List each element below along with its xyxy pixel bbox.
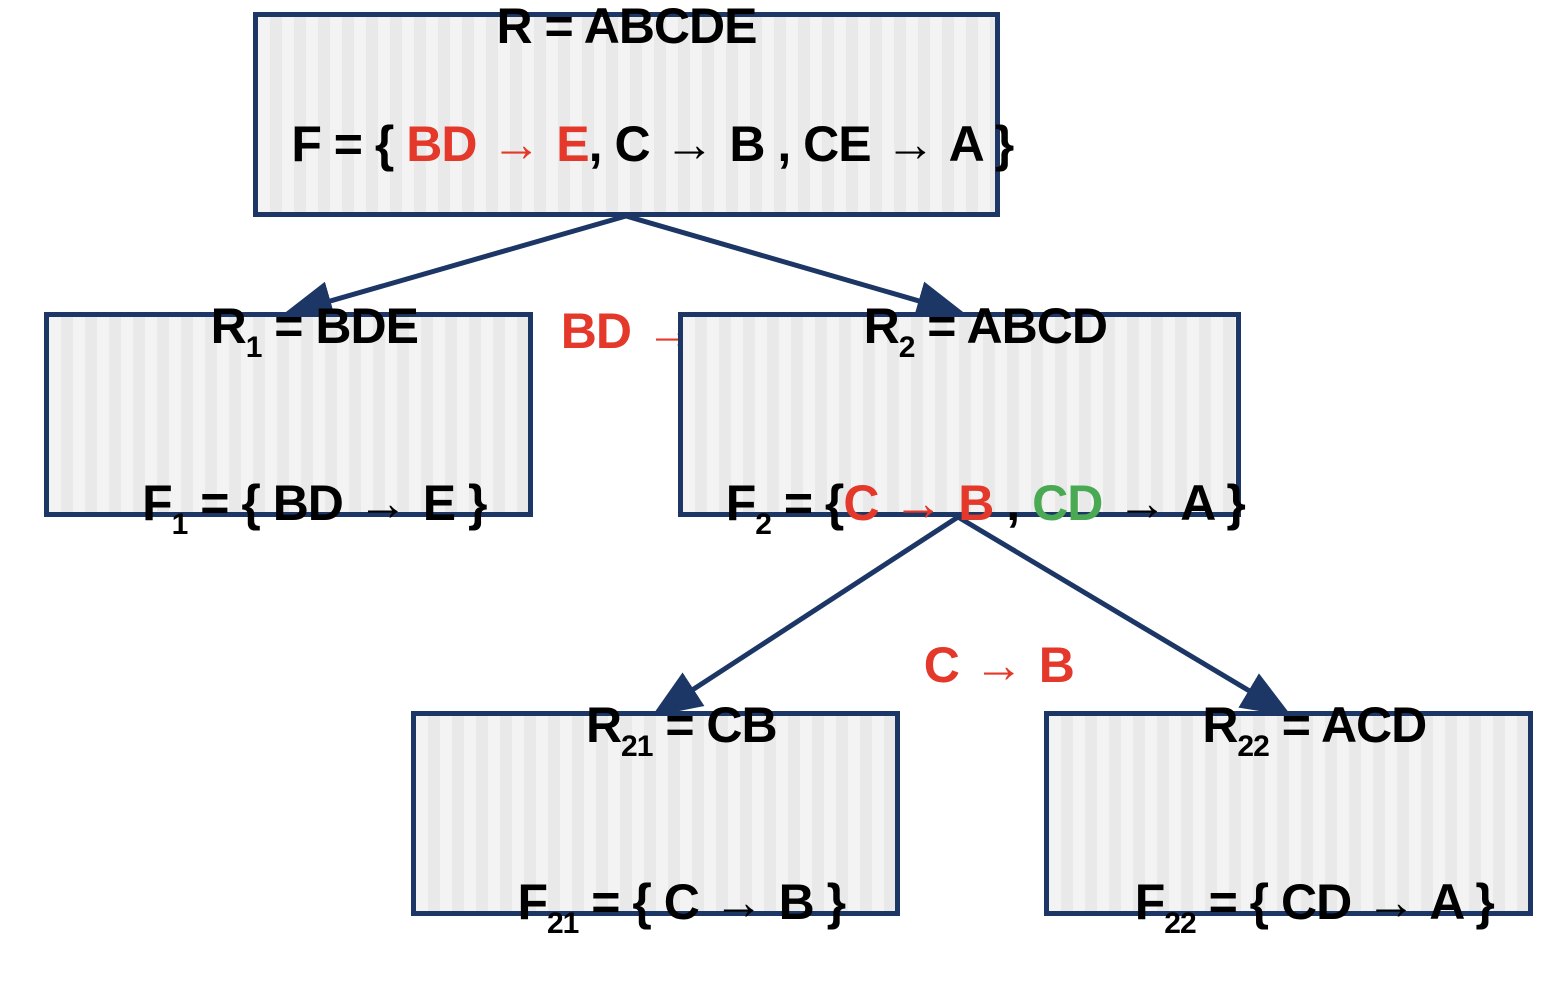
root-relation-box: R = ABCDE F = { BD → E, C → B , CE → A } [253,0,1014,217]
r22-fd-set: F22 = { CD → A } [1134,873,1495,940]
edge-label-r2-split: C → B [923,637,1075,693]
arrow-icon: → [1117,474,1168,531]
root-fd-violating: BD → E [406,115,589,172]
arrow-icon: → [713,873,764,930]
arrow-icon: → [1366,873,1417,930]
arrow-icon: → [973,637,1024,693]
edge-root-to-r2 [625,213,967,321]
r2-relation-line: R2 = ABCD [863,297,1108,364]
r21-relation-line: R21 = CB [585,696,778,763]
decomposition-edges [282,213,1292,717]
arrow-icon: → [491,115,542,172]
root-fd-set: F = { BD → E, C → B , CE → A } [291,115,1014,172]
r2-fd-key-lhs: CD [1032,474,1103,531]
r1-relation-line: R1 = BDE [210,297,419,364]
r22-relation-box: R22 = ACD F22 = { CD → A } [1044,697,1533,938]
r2-relation-box: R2 = ABCD F2 = {C → B , CD → A } [678,298,1246,539]
edge-r2-to-r21 [651,514,960,717]
r21-fd-set: F21 = { C → B } [517,873,846,940]
r2-fd-set: F2 = {C → B , CD → A } [725,474,1246,541]
edge-r2-to-r22 [956,514,1292,717]
arrow-icon: → [893,474,944,531]
r1-relation-box: R1 = BDE F1 = { BD → E } [44,298,533,539]
r1-fd-set: F1 = { BD → E } [142,474,487,541]
r22-relation-line: R22 = ACD [1202,696,1427,763]
arrow-icon: → [664,115,715,172]
root-relation-line: R = ABCDE [496,0,757,54]
arrow-icon: → [357,474,408,531]
edge-root-to-r1 [282,213,627,321]
r2-fd-violating: C → B [843,474,994,531]
r21-relation-box: R21 = CB F21 = { C → B } [411,697,900,938]
arrow-icon: → [885,115,936,172]
